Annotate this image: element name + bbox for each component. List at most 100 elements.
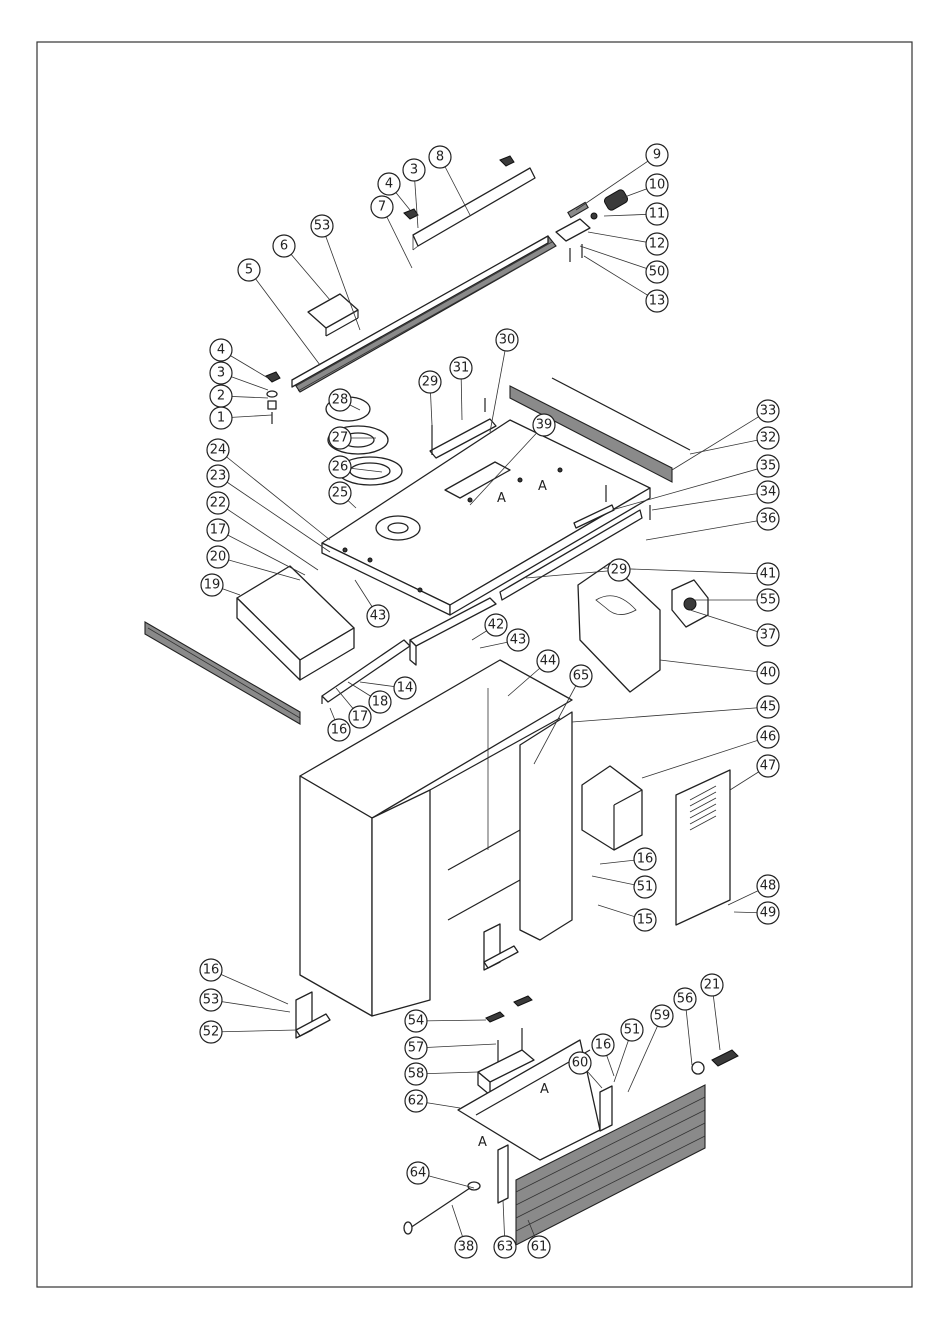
leader-line: [646, 519, 768, 540]
callout-64: 64: [407, 1162, 429, 1184]
callout-27: 27: [329, 427, 351, 449]
long-bolt: [404, 1182, 480, 1234]
callout-12: 12: [646, 233, 668, 255]
leader-line: [211, 970, 288, 1004]
callout-number: 19: [204, 578, 221, 593]
callout-58: 58: [405, 1063, 427, 1085]
callout-65: 65: [570, 665, 592, 687]
callout-number: 53: [314, 219, 331, 234]
callout-number: 48: [760, 879, 777, 894]
callout-57: 57: [405, 1037, 427, 1059]
leader-line: [652, 492, 768, 510]
section-marker: A: [497, 491, 506, 506]
callout-number: 6: [280, 239, 288, 254]
callout-51: 51: [621, 1019, 643, 1041]
callout-45: 45: [757, 696, 779, 718]
callout-number: 23: [210, 469, 227, 484]
callout-53: 53: [311, 215, 333, 237]
callout-number: 35: [760, 459, 777, 474]
callout-17: 17: [207, 519, 229, 541]
callout-number: 22: [210, 496, 227, 511]
callout-56: 56: [674, 988, 696, 1010]
callout-43: 43: [507, 629, 529, 651]
callout-number: 25: [332, 486, 349, 501]
callout-number: 52: [203, 1025, 220, 1040]
leader-line: [211, 1030, 296, 1032]
leader-line: [642, 737, 768, 778]
callout-31: 31: [450, 357, 472, 379]
callout-number: 24: [210, 443, 227, 458]
electrical-box: [582, 766, 642, 850]
section-marker: A: [538, 479, 547, 494]
callout-number: 31: [453, 361, 470, 376]
callout-38: 38: [455, 1236, 477, 1258]
callout-number: 16: [203, 963, 220, 978]
callout-number: 21: [704, 978, 721, 993]
callout-number: 58: [408, 1067, 425, 1082]
fence-clamp-block: [308, 294, 358, 336]
callout-32: 32: [757, 427, 779, 449]
leader-line: [249, 270, 320, 365]
callout-number: 14: [397, 681, 414, 696]
callout-number: 15: [637, 913, 654, 928]
callout-46: 46: [757, 726, 779, 748]
leader-line: [580, 246, 657, 272]
callout-number: 30: [499, 333, 516, 348]
callout-number: 4: [385, 177, 393, 192]
callout-49: 49: [757, 902, 779, 924]
callout-13: 13: [646, 290, 668, 312]
callout-number: 60: [572, 1056, 589, 1071]
callout-20: 20: [207, 546, 229, 568]
leader-line: [211, 1000, 290, 1012]
callout-16: 16: [200, 959, 222, 981]
callout-number: 42: [488, 618, 505, 633]
leader-line: [690, 610, 768, 635]
callout-63: 63: [494, 1236, 516, 1258]
callout-number: 47: [760, 759, 777, 774]
callout-number: 43: [510, 633, 527, 648]
callout-21: 21: [701, 974, 723, 996]
callout-7: 7: [371, 196, 393, 218]
callout-number: 59: [654, 1009, 671, 1024]
callout-35: 35: [757, 455, 779, 477]
fence-face-board: [413, 168, 535, 250]
callout-number: 39: [536, 418, 553, 433]
section-marker: A: [540, 1082, 549, 1097]
cabinet-base: [300, 660, 572, 1016]
callout-61: 61: [528, 1236, 550, 1258]
callout-number: 2: [217, 389, 225, 404]
callout-25: 25: [329, 482, 351, 504]
callout-6: 6: [273, 235, 295, 257]
callout-19: 19: [201, 574, 223, 596]
callout-number: 12: [649, 237, 666, 252]
clamp-levers: [486, 996, 532, 1022]
callout-47: 47: [757, 755, 779, 777]
callout-3: 3: [403, 159, 425, 181]
callout-number: 62: [408, 1094, 425, 1109]
callout-2: 2: [210, 385, 232, 407]
callout-28: 28: [329, 389, 351, 411]
callout-number: 65: [573, 669, 590, 684]
leader-line: [584, 256, 657, 301]
callout-number: 50: [649, 265, 666, 280]
leader-line: [690, 438, 768, 454]
leader-line: [490, 340, 507, 432]
callout-number: 61: [531, 1240, 548, 1255]
callout-number: 37: [760, 628, 777, 643]
callout-44: 44: [537, 650, 559, 672]
callout-16: 16: [592, 1034, 614, 1056]
power-switch: [672, 580, 708, 627]
callout-number: 10: [649, 178, 666, 193]
callout-52: 52: [200, 1021, 222, 1043]
callout-37: 37: [757, 624, 779, 646]
callout-1: 1: [210, 407, 232, 429]
callout-29: 29: [419, 371, 441, 393]
callout-number: 54: [408, 1014, 425, 1029]
callout-59: 59: [651, 1005, 673, 1027]
callout-14: 14: [394, 677, 416, 699]
callout-16: 16: [634, 848, 656, 870]
callout-54: 54: [405, 1010, 427, 1032]
callout-30: 30: [496, 329, 518, 351]
callout-number: 20: [210, 550, 227, 565]
